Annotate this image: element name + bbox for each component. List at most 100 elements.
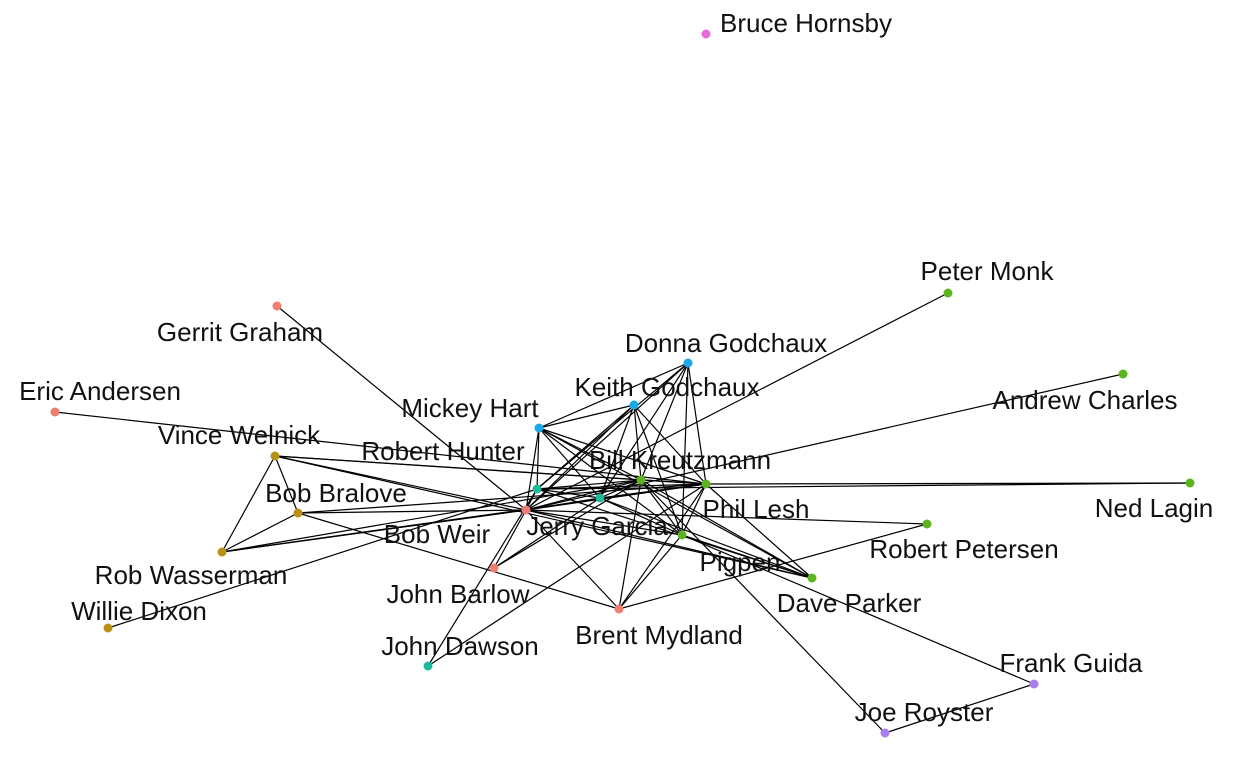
edge-keith_godchaux-mickey_hart [538, 404, 635, 429]
edge-peter_monk-bob_weir [525, 292, 949, 511]
edge-frank_guida-joe_royster [884, 683, 1035, 734]
node-label-robert-hunter: Robert Hunter [361, 436, 525, 466]
edge-pigpen-frank_guida [681, 534, 1035, 685]
node-bruce-hornsby [701, 29, 711, 39]
edge-layer [54, 292, 1191, 734]
edge-bob_weir-bob_bralove [297, 509, 527, 514]
edge-rob_wasserman-bob_weir [221, 509, 527, 553]
node-label-dave-parker: Dave Parker [777, 588, 922, 618]
edge-donna_godchaux-bob_weir [525, 362, 689, 511]
node-label-bob-weir: Bob Weir [384, 519, 491, 549]
edge-bob_weir-john_barlow [493, 509, 527, 569]
edge-gerrit_graham-bob_weir [276, 305, 527, 511]
node-vince-welnick [270, 451, 280, 461]
node-label-donna-godchaux: Donna Godchaux [625, 328, 827, 358]
edge-mickey_hart-phil_lesh [538, 427, 707, 485]
node-donna-godchaux [683, 358, 693, 368]
edge-robert_hunter-phil_lesh [536, 483, 707, 490]
node-willie-dixon [103, 623, 113, 633]
node-jerry-garcia [636, 475, 646, 485]
edge-bob_bralove-brent_mydland [297, 512, 620, 610]
node-label-eric-andersen: Eric Andersen [19, 376, 181, 406]
node-phil-lesh [701, 479, 711, 489]
edge-donna_godchaux-pigpen [681, 362, 689, 536]
node-label-andrew-charles: Andrew Charles [993, 385, 1178, 415]
edge-robert_hunter-john_dawson [427, 488, 538, 667]
node-label-mickey-hart: Mickey Hart [401, 393, 539, 423]
node-robert-hunter [532, 484, 542, 494]
node-pigpen [677, 530, 687, 540]
edge-bob_weir-pigpen [525, 509, 683, 536]
edge-jerry_garcia-dave_parker [640, 479, 813, 579]
node-label-rob-wasserman: Rob Wasserman [95, 560, 288, 590]
node-peter-monk [943, 288, 953, 298]
edge-jerry_garcia-brent_mydland [618, 479, 642, 610]
edge-phil_lesh-brent_mydland [618, 483, 707, 610]
edge-mickey_hart-robert_hunter [536, 427, 540, 490]
edge-phil_lesh-ned_lagin [705, 482, 1191, 485]
node-frank-guida [1029, 679, 1039, 689]
edge-keith_godchaux-phil_lesh [633, 404, 707, 485]
node-bill-kreutzmann [595, 493, 605, 503]
edge-vince_welnick-rob_wasserman [221, 455, 276, 553]
node-ned-lagin [1185, 478, 1195, 488]
node-label-brent-mydland: Brent Mydland [575, 620, 743, 650]
edge-bob_weir-brent_mydland [525, 509, 620, 610]
node-label-robert-petersen: Robert Petersen [869, 534, 1058, 564]
edge-pigpen-dave_parker [681, 534, 813, 579]
node-label-phil-lesh: Phil Lesh [703, 494, 810, 524]
node-gerrit-graham [272, 301, 282, 311]
edge-mickey_hart-pigpen [538, 427, 683, 536]
edge-robert_hunter-willie_dixon [107, 488, 538, 629]
node-joe-royster [880, 728, 890, 738]
node-label-bruce-hornsby: Bruce Hornsby [720, 8, 892, 38]
node-bob-bralove [293, 508, 303, 518]
node-label-peter-monk: Peter Monk [921, 256, 1055, 286]
node-label-vince-welnick: Vince Welnick [158, 420, 321, 450]
edge-bob_weir-dave_parker [525, 509, 813, 579]
edge-keith_godchaux-pigpen [633, 404, 683, 536]
node-label-frank-guida: Frank Guida [999, 648, 1143, 678]
node-layer [50, 29, 1195, 738]
edge-jerry_garcia-john_barlow [493, 479, 642, 569]
node-label-gerrit-graham: Gerrit Graham [157, 317, 323, 347]
node-label-willie-dixon: Willie Dixon [71, 596, 207, 626]
node-bob-weir [521, 505, 531, 515]
edge-donna_godchaux-phil_lesh [687, 362, 707, 485]
node-rob-wasserman [217, 547, 227, 557]
edge-bob_weir-jerry_garcia [525, 479, 642, 511]
node-keith-godchaux [629, 400, 639, 410]
node-label-joe-royster: Joe Royster [855, 697, 994, 727]
edge-donna_godchaux-mickey_hart [538, 362, 689, 429]
node-brent-mydland [614, 604, 624, 614]
edge-robert_hunter-jerry_garcia [536, 479, 642, 490]
edge-keith_godchaux-robert_hunter [536, 404, 635, 490]
node-eric-andersen [50, 407, 60, 417]
edge-jerry_garcia-rob_wasserman [221, 479, 642, 553]
node-label-ned-lagin: Ned Lagin [1095, 493, 1214, 523]
edge-phil_lesh-dave_parker [705, 483, 813, 579]
edge-keith_godchaux-jerry_garcia [633, 404, 642, 481]
edge-keith_godchaux-bob_weir [525, 404, 635, 511]
node-dave-parker [807, 573, 817, 583]
edge-bob_bralove-rob_wasserman [221, 512, 299, 553]
node-label-jerry-garcia: Jerry Garcia [526, 511, 668, 541]
node-robert-petersen [922, 519, 932, 529]
node-mickey-hart [534, 423, 544, 433]
edge-phil_lesh-bob_bralove [297, 483, 707, 514]
node-john-dawson [423, 661, 433, 671]
edge-jerry_garcia-pigpen [640, 479, 683, 536]
node-andrew-charles [1118, 369, 1128, 379]
node-label-bill-kreutzmann: Bill Kreutzmann [589, 445, 771, 475]
node-john-barlow [489, 563, 499, 573]
edge-bob_weir-robert_petersen [525, 509, 928, 525]
edge-donna_godchaux-jerry_garcia [640, 362, 689, 481]
node-label-bob-bralove: Bob Bralove [265, 478, 407, 508]
edge-vince_welnick-phil_lesh [274, 455, 707, 485]
node-label-john-dawson: John Dawson [381, 631, 539, 661]
node-label-john-barlow: John Barlow [386, 579, 529, 609]
edge-mickey_hart-dave_parker [538, 427, 813, 579]
node-label-pigpen: Pigpen [700, 547, 781, 577]
